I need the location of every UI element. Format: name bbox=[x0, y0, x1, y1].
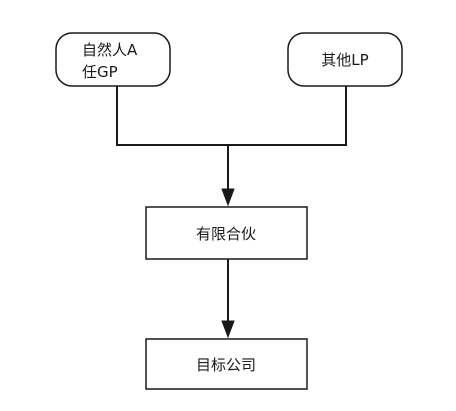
node-partnership-shape bbox=[145, 206, 308, 260]
node-partnership-label: 有限合伙 bbox=[196, 225, 256, 243]
arrowhead-to-target bbox=[221, 320, 235, 339]
arrowhead-to-partnership bbox=[221, 188, 235, 207]
node-gp-label-line1: 自然人A bbox=[82, 41, 138, 59]
node-gp-label-line2: 任GP bbox=[82, 63, 118, 81]
node-gp: 自然人A 任GP bbox=[55, 32, 171, 87]
node-gp-shape bbox=[55, 32, 171, 87]
node-partnership: 有限合伙 bbox=[145, 206, 308, 260]
node-target-label: 目标公司 bbox=[196, 356, 256, 374]
edge-lp-to-partnership bbox=[228, 86, 347, 146]
node-target: 目标公司 bbox=[145, 338, 308, 390]
edge-gp-to-partnership bbox=[116, 86, 228, 146]
node-lp: 其他LP bbox=[287, 32, 403, 87]
node-target-shape bbox=[145, 338, 308, 390]
node-lp-label: 其他LP bbox=[321, 51, 368, 69]
